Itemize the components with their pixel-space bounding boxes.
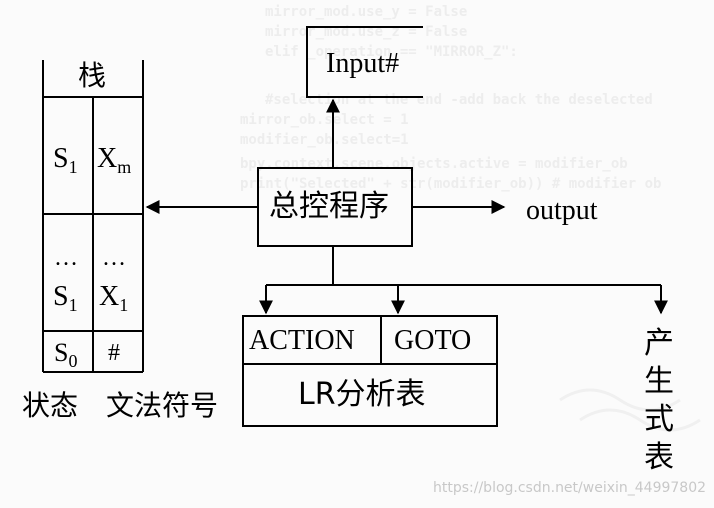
production-char-1: 产: [644, 326, 674, 361]
input-buffer-label: Input#: [326, 48, 400, 79]
stack-mid-symbol: X1: [99, 281, 129, 315]
goto-label: GOTO: [394, 325, 472, 356]
stack-header: 栈: [78, 59, 107, 92]
output-label: output: [526, 195, 598, 226]
symbol-column-label: 文法符号: [106, 389, 219, 422]
stack-mid-ellipsis-left: …: [54, 245, 78, 271]
watermark: https://blog.csdn.net/weixin_44997802: [433, 480, 707, 496]
stack-bottom-state: S0: [54, 338, 78, 371]
production-table-label: 产 生 式 表: [644, 325, 674, 477]
control-program-label: 总控程序: [269, 189, 389, 224]
production-char-3: 式: [644, 402, 674, 437]
action-label: ACTION: [249, 325, 355, 356]
stack-mid-state: S1: [53, 281, 78, 315]
production-char-2: 生: [644, 364, 674, 399]
production-char-4: 表: [644, 440, 674, 475]
stack-bottom-symbol: #: [108, 340, 120, 366]
lr-table-label: LR分析表: [298, 377, 426, 412]
stack-top-symbol: Xm: [97, 143, 132, 177]
stack-mid-ellipsis-right: …: [102, 245, 126, 271]
stack-top-state: S1: [53, 143, 78, 177]
state-column-label: 状态: [22, 389, 79, 422]
